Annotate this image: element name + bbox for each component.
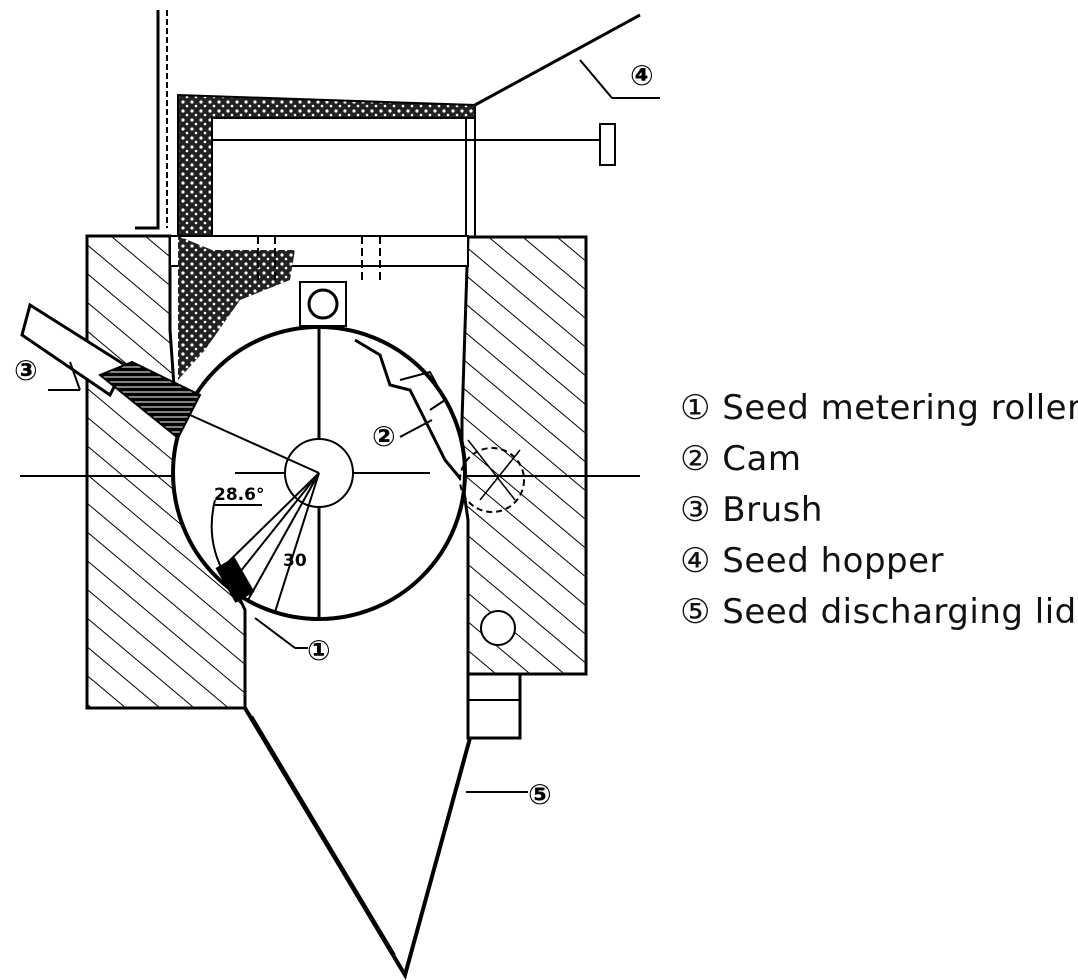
callout-hopper-label: ④ [630,59,654,92]
legend-marker: ④ [680,541,711,581]
legend-label: Seed hopper [722,541,945,581]
legend-label: Seed metering roller [722,388,1078,428]
legend-label: Seed discharging lid [722,592,1077,632]
angle-label-a: 28.6° [214,485,264,505]
callout-cam-label: ② [372,420,396,453]
legend-item-seed-discharging-lid: ⑤ Seed discharging lid [680,587,1078,638]
callout-lid-label: ⑤ [528,778,552,811]
housing-right-block [460,235,588,740]
legend-item-cam: ② Cam [680,434,1078,485]
legend-item-brush: ③ Brush [680,485,1078,536]
legend-item-seed-hopper: ④ Seed hopper [680,536,1078,587]
legend-marker: ③ [680,490,711,530]
cam [354,338,525,513]
bearing-component [299,281,347,327]
legend: ① Seed metering roller ② Cam ③ Brush ④ S… [680,383,1078,638]
legend-label: Brush [722,490,823,530]
callout-roller-label: ① [307,634,331,667]
callout-roller: ① [254,617,331,667]
angle-dimension-a: 28.6° [214,485,264,506]
legend-marker: ② [680,439,711,479]
legend-label: Cam [722,439,802,479]
callout-cam: ② [372,419,433,453]
seed-metering-roller [171,325,467,621]
brush [20,302,202,440]
guide-lines [257,236,381,284]
angle-label-b: 30 [283,551,307,571]
discharge-cone [243,706,472,980]
legend-marker: ① [680,388,711,428]
callout-lid: ⑤ [466,778,552,811]
callout-hopper: ④ [579,59,660,99]
legend-marker: ⑤ [680,592,711,632]
legend-item-seed-metering-roller: ① Seed metering roller [680,383,1078,434]
callout-brush: ③ [14,354,81,391]
callout-brush-label: ③ [14,354,38,387]
seed-hopper [135,10,641,380]
